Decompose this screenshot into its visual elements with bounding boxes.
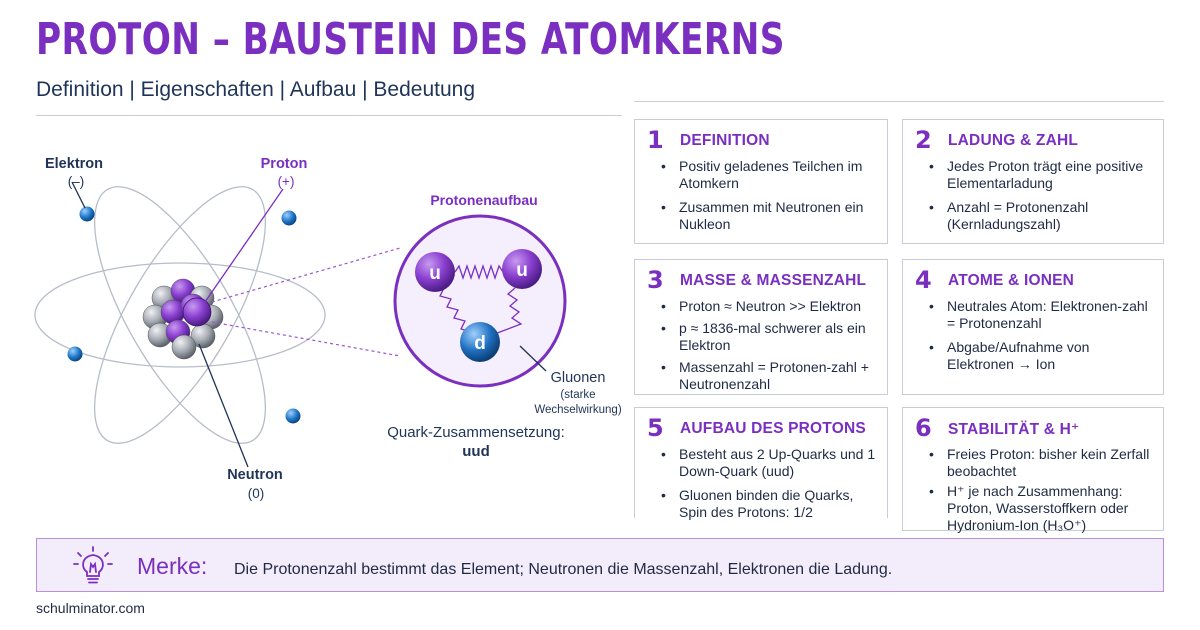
- card-bullets: Freies Proton: bisher kein Zerfall beoba…: [927, 446, 1157, 534]
- zoom-line: [211, 321, 401, 357]
- card-title: ATOME & IONEN: [948, 272, 1075, 289]
- zoom-line: [211, 247, 401, 303]
- neutron-leader: [198, 343, 249, 468]
- electron: [79, 206, 95, 222]
- page-title: PROTON – BAUSTEIN DES ATOMKERNS: [36, 14, 785, 65]
- nucleus: [142, 278, 224, 360]
- card-bullets: Neutrales Atom: Elektronen-zahl = Proton…: [927, 298, 1157, 380]
- card-bullets: Besteht aus 2 Up-Quarks und 1 Down-Quark…: [659, 446, 881, 528]
- quark-up-label: u: [516, 260, 528, 281]
- list-item: Abgabe/Aufnahme von Elektronen → Ion: [927, 339, 1157, 373]
- quark-down-label: d: [474, 333, 486, 354]
- gluon-spring: [491, 287, 523, 336]
- label-elektron: Elektron: [45, 156, 103, 172]
- label-gluonen-sub2: Wechselwirkung): [534, 404, 622, 416]
- quark-down: [460, 322, 500, 362]
- list-item: Neutrales Atom: Elektronen-zahl = Proton…: [927, 298, 1157, 332]
- label-elektron-sign: (–): [68, 174, 85, 189]
- list-item: p ≈ 1836-mal schwerer als ein Elektron: [659, 320, 881, 354]
- label-quark-composition-value: uud: [462, 443, 490, 460]
- merke-text: Die Protonenzahl bestimmt das Element; N…: [234, 561, 893, 578]
- list-item: Freies Proton: bisher kein Zerfall beoba…: [927, 446, 1157, 480]
- electron-leader: [71, 181, 86, 209]
- card-ladung-zahl: 2 LADUNG & ZAHL Jedes Proton trägt eine …: [902, 119, 1164, 244]
- list-item: Jedes Proton trägt eine positive Element…: [927, 158, 1157, 192]
- quark-up-label: u: [429, 263, 441, 284]
- gluon-spring: [454, 263, 504, 281]
- list-item: Besteht aus 2 Up-Quarks und 1 Down-Quark…: [659, 446, 881, 480]
- merke-label: Merke:: [137, 553, 208, 579]
- card-number: 3: [647, 266, 664, 294]
- divider-left: [36, 115, 622, 116]
- card-bullets: Positiv geladenes Teilchen im Atomkern Z…: [659, 158, 881, 240]
- gluon-leader: [519, 345, 547, 372]
- card-aufbau-des-protons: 5 AUFBAU DES PROTONS Besteht aus 2 Up-Qu…: [634, 407, 888, 520]
- proton-leader: [204, 188, 284, 303]
- card-title: AUFBAU DES PROTONS: [680, 420, 866, 437]
- card-definition: 1 DEFINITION Positiv geladenes Teilchen …: [634, 119, 888, 244]
- gluon-spring: [439, 287, 473, 333]
- label-gluonen-sub1: (starke: [560, 389, 595, 401]
- card-title: MASSE & MASSENZAHL: [680, 272, 867, 289]
- atom-diagram: Elektron (–) Proton (+) Neutron (0) Prot…: [34, 156, 622, 501]
- list-item: Positiv geladenes Teilchen im Atomkern: [659, 158, 881, 192]
- lightbulb-icon: [73, 546, 113, 584]
- orbits: [34, 186, 326, 444]
- electron: [285, 408, 301, 424]
- card-title: DEFINITION: [680, 132, 770, 149]
- divider-right: [634, 101, 1164, 102]
- card-atome-ionen: 4 ATOME & IONEN Neutrales Atom: Elektron…: [902, 259, 1164, 395]
- card-masse-massenzahl: 3 MASSE & MASSENZAHL Proton ≈ Neutron >>…: [634, 259, 888, 395]
- label-quark-composition: Quark-Zusammensetzung:: [387, 424, 565, 441]
- card-bullets: Proton ≈ Neutron >> Elektron p ≈ 1836-ma…: [659, 298, 881, 400]
- card-number: 2: [915, 126, 932, 154]
- list-item: Zusammen mit Neutronen ein Nukleon: [659, 199, 881, 233]
- list-item: H⁺ je nach Zusammenhang: Proton, Wassers…: [927, 483, 1157, 534]
- orbit: [94, 186, 266, 444]
- neutron-sphere: [171, 334, 197, 360]
- label-neutron-sign: (0): [248, 486, 265, 501]
- label-protonenaufbau: Protonenaufbau: [430, 192, 537, 208]
- card-number: 6: [915, 414, 932, 442]
- card-title: STABILITÄT & H⁺: [948, 421, 1080, 438]
- list-item: Massenzahl = Protonen-zahl + Neutronenza…: [659, 359, 881, 393]
- highlighted-proton: [182, 297, 212, 327]
- electron: [281, 210, 297, 226]
- quark-up: [502, 249, 542, 289]
- list-item: Proton ≈ Neutron >> Elektron: [659, 298, 881, 315]
- card-number: 4: [915, 266, 932, 294]
- card-number: 5: [647, 414, 664, 442]
- list-item: Anzahl = Protonenzahl (Kernladungszahl): [927, 199, 1157, 233]
- merke-box: Merke: Die Protonenzahl bestimmt das Ele…: [36, 538, 1164, 592]
- card-stabilitaet: 6 STABILITÄT & H⁺ Freies Proton: bisher …: [902, 407, 1164, 534]
- orbit: [34, 262, 326, 368]
- label-proton: Proton: [261, 156, 308, 172]
- footer-source: schulminator.com: [36, 600, 145, 616]
- card-title: LADUNG & ZAHL: [948, 132, 1079, 149]
- orbit: [94, 186, 266, 444]
- card-number: 1: [647, 126, 664, 154]
- label-neutron: Neutron: [227, 467, 283, 483]
- list-item: Gluonen binden die Quarks, Spin des Prot…: [659, 487, 881, 521]
- card-bullets: Jedes Proton trägt eine positive Element…: [927, 158, 1157, 240]
- label-proton-sign: (+): [278, 174, 295, 189]
- page-subtitle: Definition | Eigenschaften | Aufbau | Be…: [36, 78, 476, 101]
- quark-up: [415, 252, 455, 292]
- label-gluonen: Gluonen: [551, 370, 606, 386]
- electron: [67, 346, 83, 362]
